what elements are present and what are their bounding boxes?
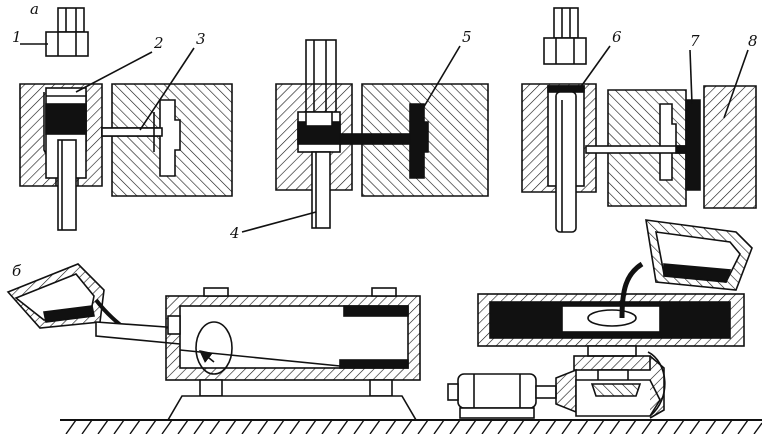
ejected-casting	[685, 99, 701, 191]
label-7: 7	[690, 32, 700, 50]
punch-head	[45, 31, 89, 57]
lower-plunger-2	[311, 151, 331, 229]
label-panel-b: б	[12, 262, 22, 280]
label-3: 3	[196, 30, 206, 48]
punch-rod-1	[57, 7, 85, 33]
press-residue	[547, 85, 585, 93]
cavity-filled-2	[409, 103, 429, 179]
stage-2-injection: 5 4	[229, 28, 489, 242]
label-4: 4	[229, 224, 240, 242]
lower-plunger-1	[57, 139, 77, 231]
label-panel-a: а	[30, 0, 39, 18]
punch-rod-3	[553, 7, 579, 39]
label-2: 2	[153, 34, 164, 52]
horizontal-centrifuge	[95, 287, 421, 421]
label-6: 6	[612, 28, 622, 46]
ladle-left	[6, 263, 136, 338]
floor-line	[60, 419, 762, 434]
motor	[457, 373, 537, 409]
label-1: 1	[12, 28, 22, 46]
label-8: 8	[748, 32, 758, 50]
ejector-block	[703, 85, 757, 209]
metal-charge	[45, 103, 87, 135]
rotation-indicator	[195, 321, 233, 375]
punch-head-3	[543, 37, 587, 65]
lower-plunger-3	[555, 91, 577, 233]
vertical-centrifuge	[447, 219, 753, 419]
bevel-gear	[555, 368, 577, 414]
mould-metal-ring	[343, 305, 409, 317]
label-5: 5	[462, 28, 472, 46]
stage-1-injection-setup: а 1 2 3	[12, 0, 233, 231]
stage-3-ejection: 6 7 8	[521, 7, 758, 233]
